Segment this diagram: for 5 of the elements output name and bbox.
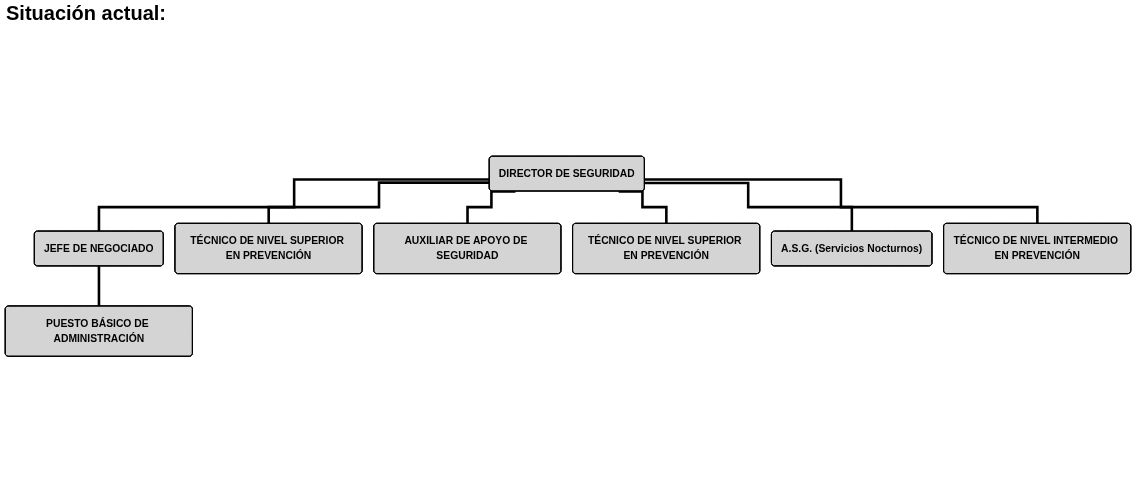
diagram-title: Situación actual:	[6, 2, 167, 25]
connector	[466, 189, 516, 225]
connector	[644, 177, 1039, 225]
connector	[618, 189, 668, 225]
connector	[267, 181, 490, 225]
